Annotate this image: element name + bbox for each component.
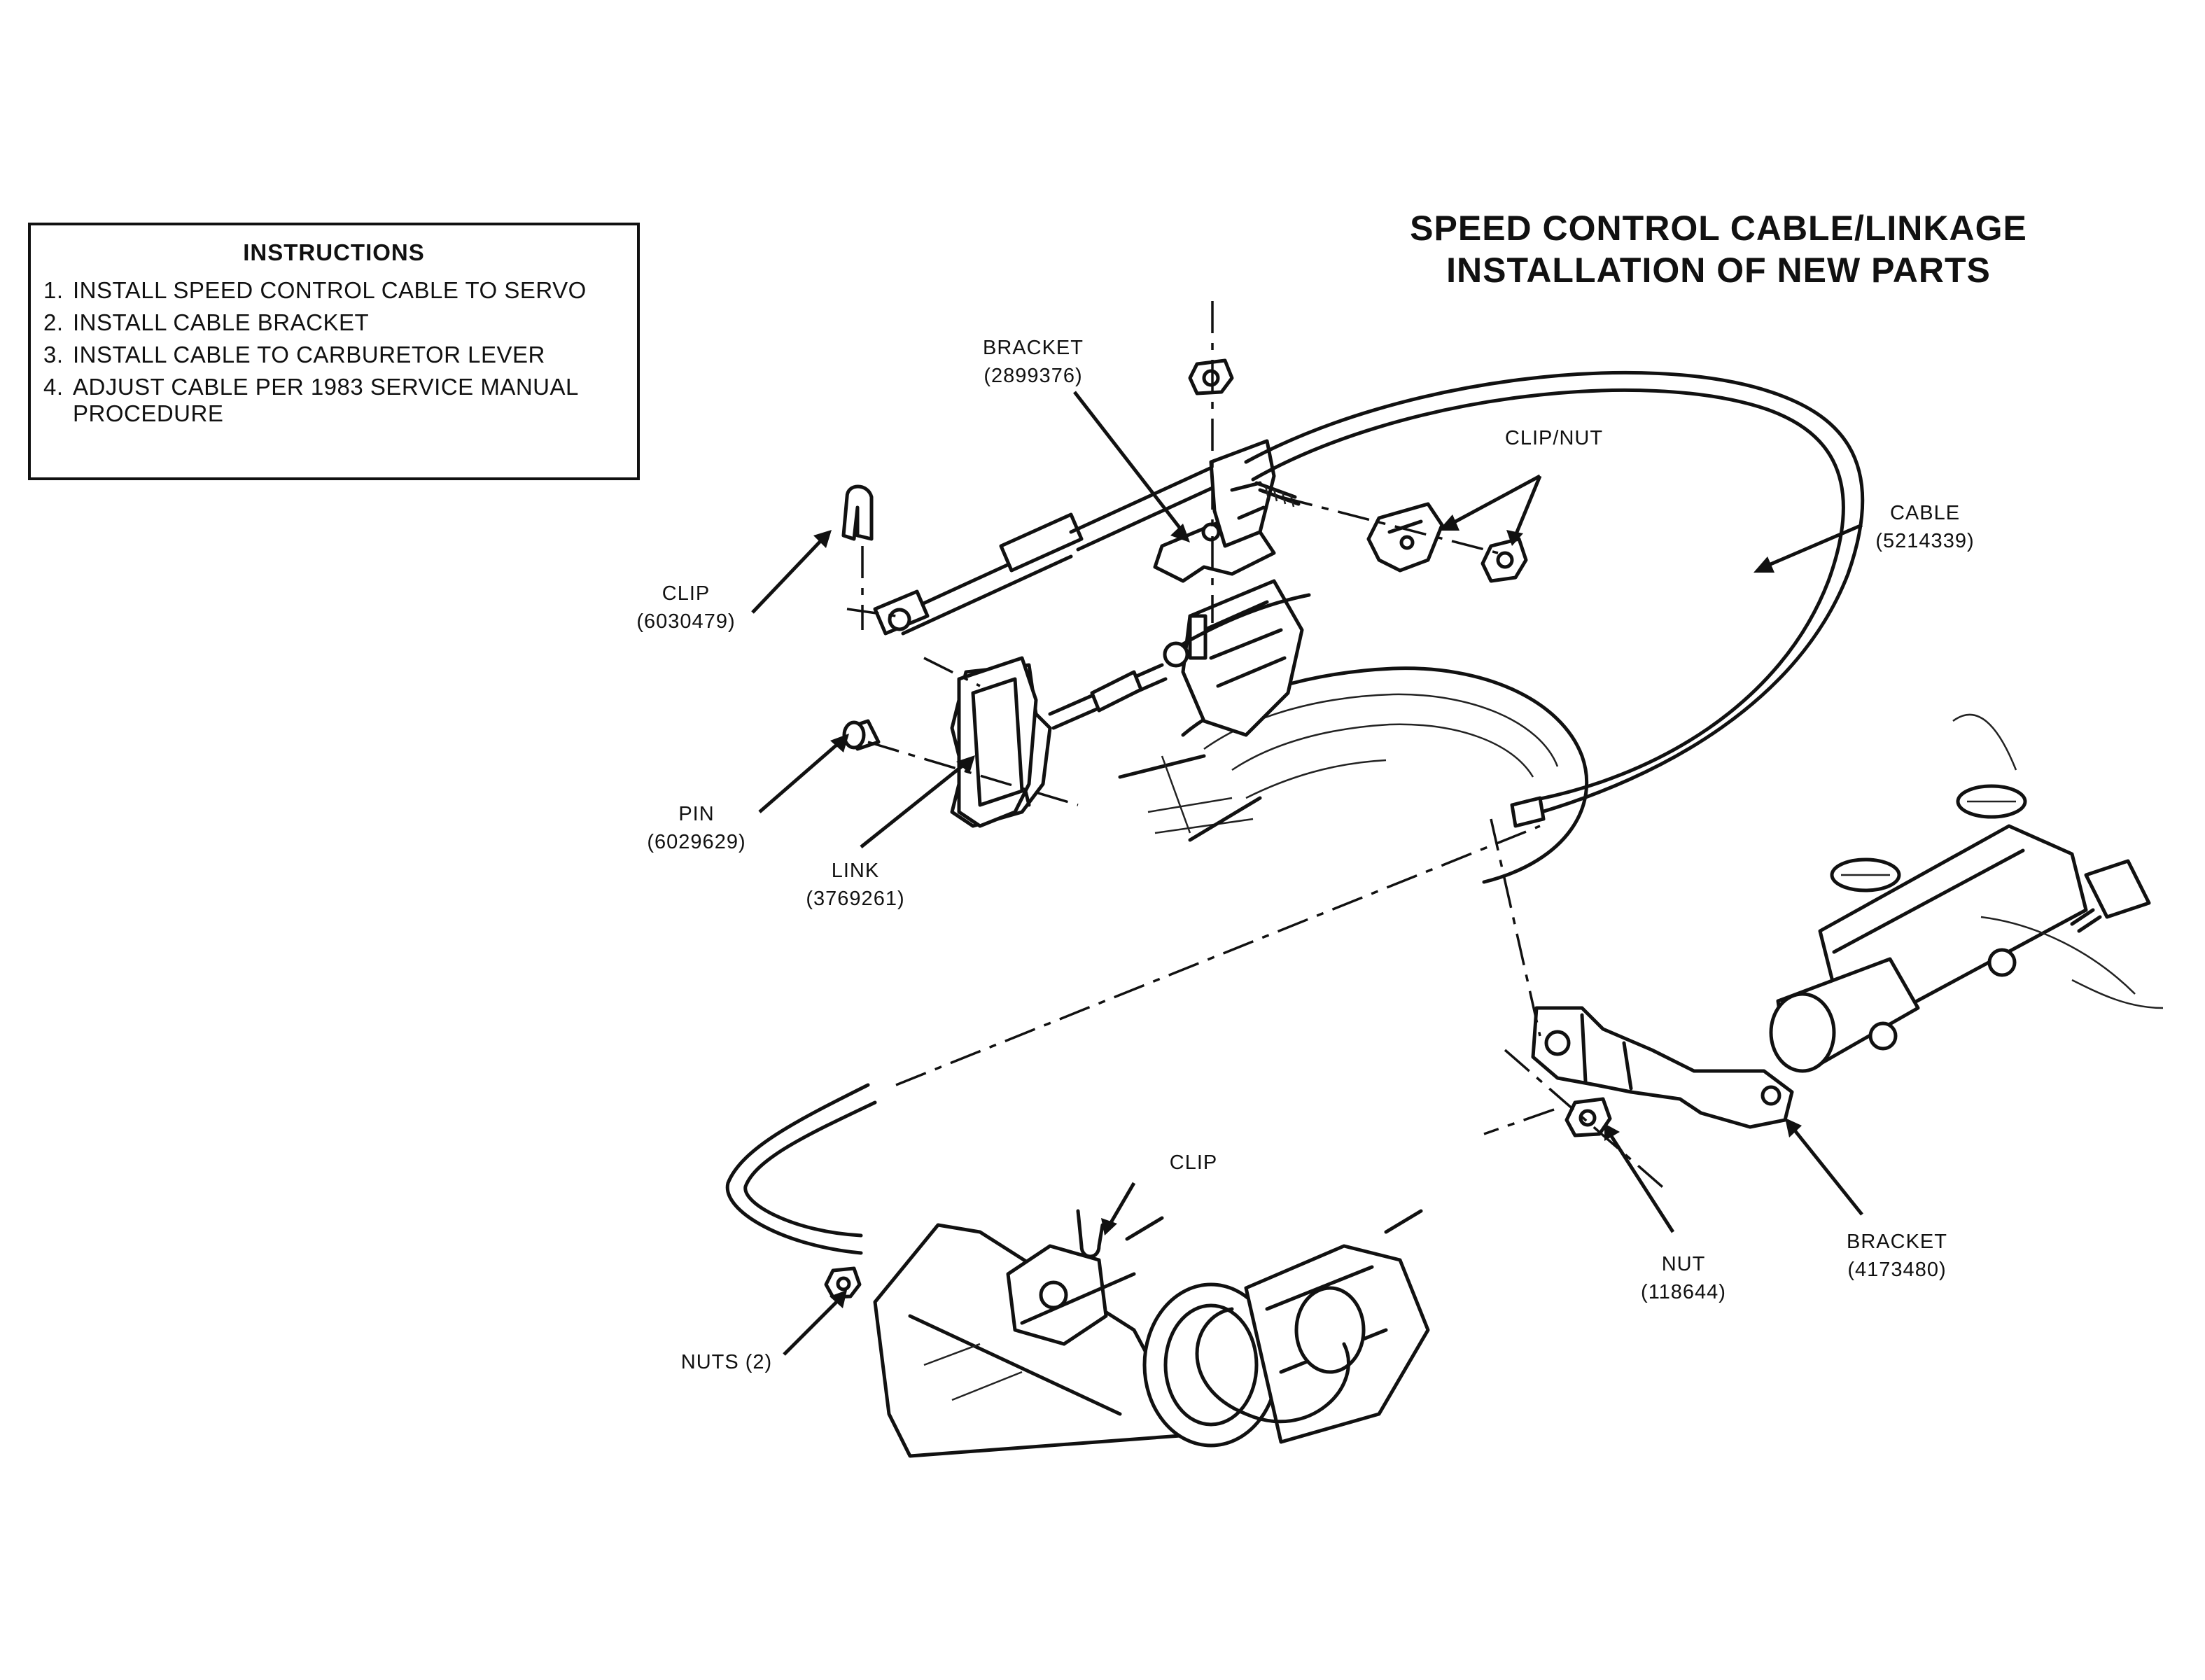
nuts-pair — [824, 1266, 862, 1299]
carburetor-assembly — [950, 579, 1589, 884]
label-link-part: (3769261) — [806, 888, 904, 910]
instruction-text: ADJUST CABLE PER 1983 SERVICE MANUAL PRO… — [73, 374, 578, 426]
label-nut-name: NUT — [1662, 1253, 1706, 1275]
label-nut-part: (118644) — [1641, 1281, 1726, 1303]
clip-nut-parts — [1366, 502, 1528, 583]
left-clip — [841, 484, 874, 541]
label-pin-part: (6029629) — [647, 831, 746, 853]
label-clip-left-part: (6030479) — [636, 610, 735, 633]
instruction-text: INSTALL CABLE BRACKET — [73, 309, 370, 335]
servo-assembly — [725, 1083, 1430, 1458]
instruction-number: 1. — [43, 277, 64, 303]
instruction-number: 3. — [43, 342, 64, 368]
label-bracket-lower-part: (4173480) — [1847, 1259, 1946, 1281]
assembly-centerlines — [846, 301, 1667, 1191]
lower-nut — [1564, 1097, 1612, 1138]
leader-arrows — [751, 391, 1863, 1356]
label-bracket-top-name: BRACKET — [983, 337, 1084, 359]
label-cable-part: (5214339) — [1875, 530, 1974, 552]
instruction-item: 2. INSTALL CABLE BRACKET — [43, 309, 624, 336]
instruction-item: 1. INSTALL SPEED CONTROL CABLE TO SERVO — [43, 277, 624, 304]
instruction-number: 4. — [43, 374, 64, 400]
instructions-heading: INSTRUCTIONS — [243, 239, 425, 265]
label-clip-left-name: CLIP — [662, 582, 710, 605]
label-cable-name: CABLE — [1890, 502, 1960, 524]
instruction-item: 3. INSTALL CABLE TO CARBURETOR LEVER — [43, 342, 624, 368]
label-clip-lower: CLIP — [1170, 1152, 1217, 1174]
link — [957, 656, 1038, 828]
label-nuts: NUTS (2) — [681, 1351, 772, 1373]
lower-clip — [1076, 1209, 1105, 1259]
instruction-text: INSTALL CABLE TO CARBURETOR LEVER — [73, 342, 545, 368]
label-pin-name: PIN — [678, 803, 714, 825]
label-clip-nut: CLIP/NUT — [1505, 427, 1603, 449]
throttle-rod — [1048, 593, 1311, 730]
master-cylinder — [1769, 713, 2164, 1073]
title-line-2: INSTALLATION OF NEW PARTS — [1446, 251, 1991, 290]
upper-bracket — [1153, 439, 1301, 583]
main-cable — [1244, 370, 1865, 828]
top-nut — [1188, 358, 1234, 396]
label-bracket-top-part: (2899376) — [983, 365, 1082, 387]
label-link-name: LINK — [832, 860, 879, 882]
instruction-text: INSTALL SPEED CONTROL CABLE TO SERVO — [73, 277, 587, 303]
title-line-1: SPEED CONTROL CABLE/LINKAGE — [1410, 209, 2027, 248]
lower-bracket — [1531, 1006, 1794, 1129]
instruction-item: 4. ADJUST CABLE PER 1983 SERVICE MANUAL … — [43, 374, 624, 427]
label-bracket-lower-name: BRACKET — [1847, 1231, 1947, 1253]
instruction-number: 2. — [43, 309, 64, 335]
instructions-panel: INSTRUCTIONS 1. INSTALL SPEED CONTROL CA… — [28, 223, 640, 480]
